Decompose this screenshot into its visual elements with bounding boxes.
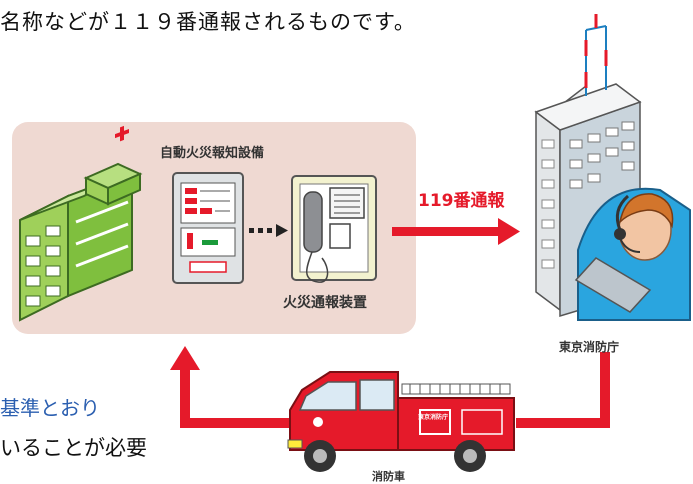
signal-dots-arrow-icon: [249, 224, 288, 237]
dispatch-return-arrow-icon: [170, 346, 610, 428]
fire-reporting-device-label: 火災通報装置: [283, 295, 367, 311]
description-text-top: 名称などが１１９番通報されるものです。: [0, 10, 416, 34]
fire-engine-icon: [287, 371, 515, 472]
report-arrow-icon: [392, 218, 520, 245]
tokyo-fire-department-label: 東京消防庁: [559, 340, 620, 354]
fire-reporting-device-icon: [291, 175, 377, 283]
description-text-bottom-1: 基準とおり: [0, 396, 100, 420]
description-text-bottom-2: いることが必要: [0, 436, 147, 460]
emergency-call-label: 119番通報: [418, 191, 505, 211]
fire-alarm-system-label: 自動火災報知設備: [160, 146, 265, 161]
dispatcher-operator-icon: [574, 187, 691, 321]
fire-engine-label: 消防車: [372, 470, 405, 483]
fire-engine-side-text: 東京消防庁: [418, 414, 449, 421]
alarm-receiver-panel-icon: [172, 172, 244, 284]
hospital-building-icon: [19, 125, 143, 322]
